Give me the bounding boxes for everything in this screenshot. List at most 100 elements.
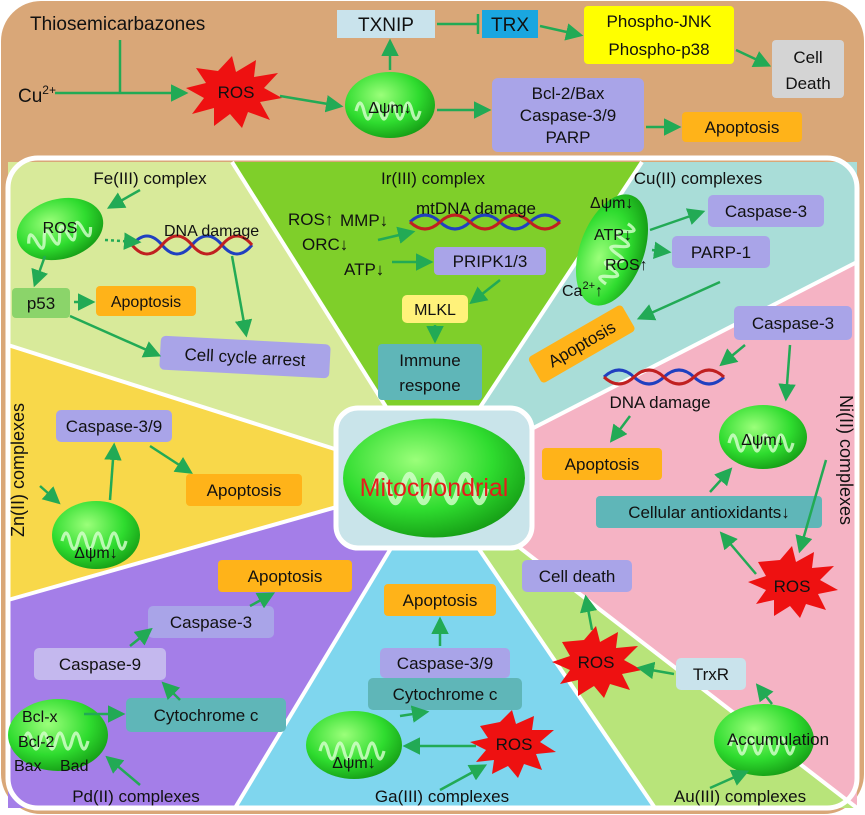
lower-panel-border [5,155,860,811]
cell-death-label-1: Cell [793,48,822,67]
svg-text:Δψm↓: Δψm↓ [741,432,784,449]
ir-region: Ir(III) complex ROS↑ MMP↓ mtDNA damage O… [288,169,562,400]
pd-caspase3-box [148,606,274,638]
cu-apoptosis-box [528,305,635,383]
p53-box [12,288,70,318]
fe-ros-label: ROS [43,220,78,237]
top-arrows [55,14,772,136]
cu-mito [575,194,649,306]
zn-apoptosis-box [186,474,302,506]
fe-dna-label: DNA damage [164,223,259,240]
top-apoptosis-box [682,112,802,142]
pd-apoptosis-label: Apoptosis [248,567,323,586]
top-ros-label: ROS [218,83,255,102]
mlkl-label: MLKL [414,302,456,319]
fe-dna-helix [130,234,254,256]
trx-box [482,10,538,38]
ir-mmp-label: MMP↓ [340,211,388,230]
bcl-caspase-box [492,78,644,152]
zn-caspase-box [56,410,172,442]
zn-apoptosis-label: Apoptosis [207,481,282,500]
au-accumulation-label: Accumulation [727,730,829,749]
pripk-label: PRIPK1/3 [453,252,528,271]
ir-ros-label: ROS↑ [288,210,333,229]
zn-arrows [39,442,193,505]
fe-apoptosis-label: Apoptosis [111,294,181,311]
ni-caspase-box [734,306,852,340]
pd-bclx-label: Bcl-x [22,709,58,726]
ir-mtdna-label: mtDNA damage [416,199,536,218]
ni-antioxidants-label: Cellular antioxidants↓ [628,503,790,522]
cu-parp-box [672,236,770,268]
ni-apoptosis-box [542,448,662,480]
parp-label: PARP [545,128,590,147]
fe-region-bg [8,162,432,480]
bcl2-bax-label: Bcl-2/Bax [532,84,605,103]
cu-ion-label: Cu2+ [18,83,56,107]
au-cell-death-box [522,560,632,592]
zn-caspase-label: Caspase-3/9 [66,417,162,436]
pd-title: Pd(II) complexes [72,787,200,806]
fe-apoptosis-box [96,286,196,316]
ni-arrows [609,344,828,575]
trx-label: TRX [491,15,529,36]
fe-mito [16,197,104,261]
fe-region: Fe(III) complex ROS DNA damage p53 Apopt… [12,169,331,379]
pd-caspase9-label: Caspase-9 [59,655,141,674]
fe-title: Fe(III) complex [93,169,207,188]
ni-dna-label: DNA damage [609,393,710,412]
ga-dpsi-label: Δψm↓ [332,755,375,772]
au-mito [714,704,814,776]
ga-ros-burst [470,710,556,778]
ga-apoptosis-label: Apoptosis [403,591,478,610]
center-label: Mitochondrial [360,474,509,502]
thiosemicarbazones-label: Thiosemicarbazones [30,14,205,35]
au-region: Au(III) complexes Cell death ROS TrxR Ac… [522,560,829,806]
immune-box [378,344,482,400]
pd-cytc-label: Cytochrome c [154,706,259,725]
cell-death-label-2: Death [785,74,830,93]
ni-ros-burst [748,546,838,618]
ir-arrows [377,226,501,344]
pd-mito [8,699,108,771]
au-ros-burst [552,626,642,698]
zn-title: Zn(II) complexes [8,403,28,537]
ga-arrows [399,616,488,792]
mlkl-box [402,295,468,323]
zn-mito [52,501,140,569]
top-mito: Δψm↓ [345,72,435,138]
au-title: Au(III) complexes [674,787,806,806]
ir-title: Ir(III) complex [381,169,485,188]
top-panel: Thiosemicarbazones Cu2+ ROS Δψm↓ TXNIP T… [18,6,844,152]
cu-dpsi-label: Δψm↓ [590,195,633,212]
au-trxr-box [676,658,746,690]
cu-parp-label: PARP-1 [691,243,751,262]
top-ros-burst [186,56,282,128]
pd-arrows [84,592,276,786]
cu-caspase-box [708,195,824,227]
au-ros-label: ROS [578,653,615,672]
ni-region: Ni(II) complexes Caspase-3 DNA damage Ap… [542,306,856,618]
ni-antioxidants-box [596,496,822,528]
pd-caspase9-box [34,648,166,680]
ni-caspase-label: Caspase-3 [752,314,834,333]
pd-caspase3-label: Caspase-3 [170,613,252,632]
pripk-box [434,247,546,275]
zn-region: Zn(II) complexes Caspase-3/9 Apoptosis Δ… [8,403,302,569]
cu-ca-label: Ca2+↑ [562,280,603,300]
ni-mito: Δψm↓ [719,405,807,469]
immune-label-2: respone [399,376,460,395]
cu-ros-label: ROS↑ [605,257,648,274]
zn-dpsi-label: Δψm↓ [74,545,117,562]
ni-region-bg [432,262,857,808]
cu-title: Cu(II) complexes [634,169,762,188]
ga-cytc-label: Cytochrome c [393,685,498,704]
ga-ros-label: ROS [496,735,533,754]
phospho-p38-label: Phospho-p38 [608,40,709,59]
pd-bcl2-label: Bcl-2 [18,734,55,751]
fe-arrows [31,188,253,358]
pd-apoptosis-box [218,560,352,592]
top-apoptosis-label: Apoptosis [705,118,780,137]
au-trxr-label: TrxR [693,665,729,684]
